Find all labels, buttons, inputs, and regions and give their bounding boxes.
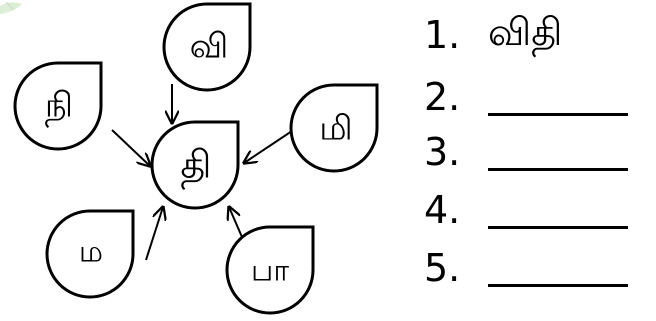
answer-row-2: 2.: [424, 72, 628, 122]
answer-blank-3: [488, 167, 628, 171]
prefix-label-paa: பா: [251, 254, 289, 289]
answer-number-3: 3.: [424, 130, 461, 174]
answer-number-1: 1.: [424, 13, 461, 57]
prefix-label-ni: நி: [45, 86, 73, 129]
arrows: [111, 84, 293, 261]
answer-row-5: 5.: [424, 243, 628, 293]
arrow-from-ni: [111, 129, 150, 166]
answer-row-4: 4.: [424, 185, 628, 235]
leaf-decoration: [0, 1, 22, 15]
arrow-from-mi: [244, 130, 293, 163]
answer-blank-2: [488, 112, 628, 116]
answer-row-1: 1. விதி: [424, 10, 562, 60]
prefix-label-mi: மி: [319, 109, 352, 149]
answer-number-5: 5.: [424, 246, 461, 290]
answer-number-4: 4.: [424, 188, 461, 232]
arrow-from-ma: [145, 207, 163, 261]
center-label: தி: [180, 143, 211, 190]
answer-blank-5: [488, 283, 628, 287]
prefix-drop-mi: மி: [289, 83, 379, 173]
answer-blank-4: [488, 225, 628, 229]
prefix-drop-ma: ம: [45, 209, 135, 299]
answer-row-3: 3.: [424, 127, 628, 177]
prefix-drop-vi: வி: [162, 2, 252, 92]
prefix-drop-paa: பா: [225, 225, 315, 315]
answer-number-2: 2.: [424, 75, 461, 119]
prefix-label-vi: வி: [190, 27, 229, 67]
center-drop: தி: [150, 120, 240, 210]
prefix-drop-ni: நி: [13, 61, 103, 151]
answer-word-1: விதி: [488, 10, 563, 54]
prefix-label-ma: ம: [79, 235, 103, 270]
